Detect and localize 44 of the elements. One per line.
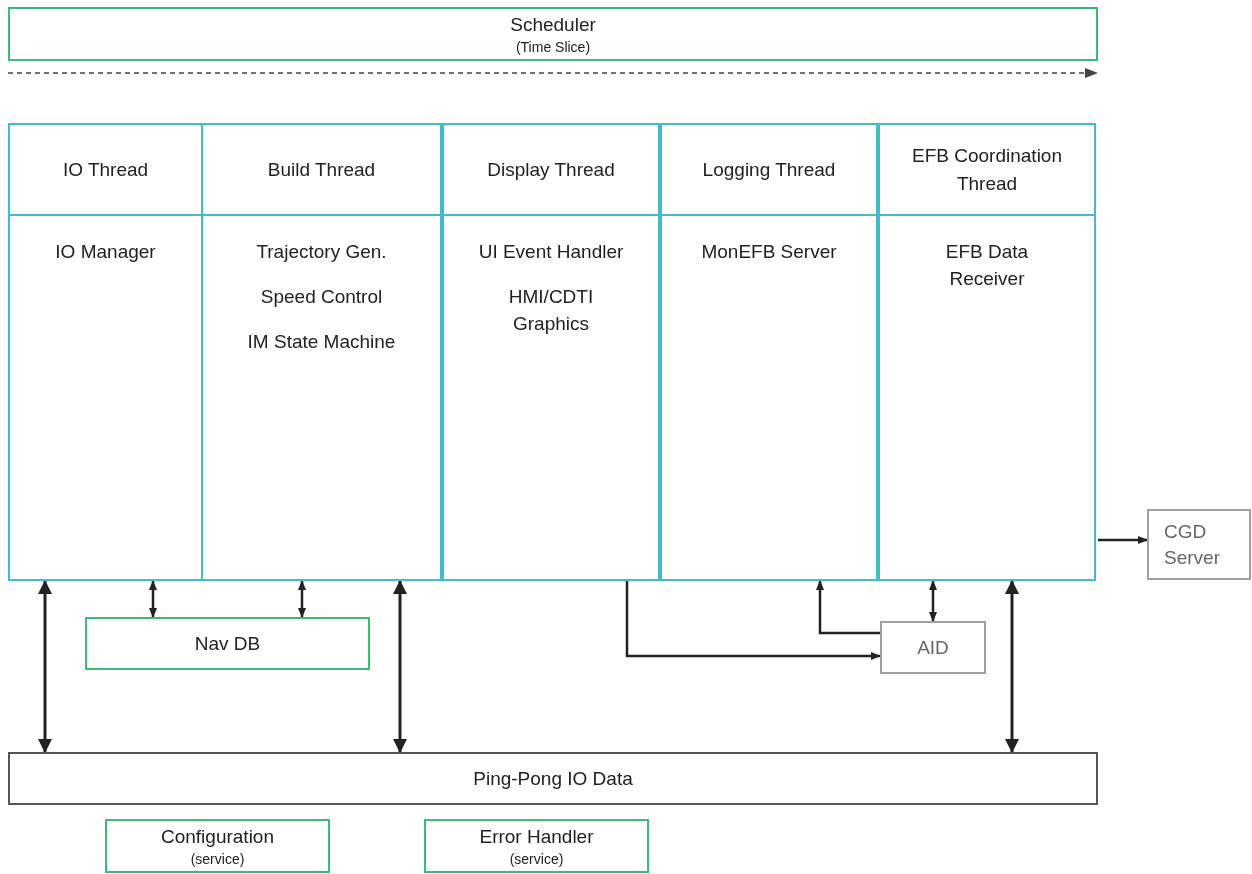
thread-column — [442, 123, 660, 581]
box-label: Nav DB — [194, 631, 261, 656]
box-label: CGD Server — [1164, 519, 1221, 570]
component-label: Trajectory Gen. — [256, 240, 387, 264]
component-box — [85, 617, 370, 670]
arrow — [929, 580, 937, 622]
box-label: Ping-Pong IO Data — [473, 766, 633, 791]
component-label: HMI/CDTI Graphics — [507, 285, 595, 336]
box-label: Scheduler — [510, 13, 596, 37]
arrow — [625, 581, 881, 660]
component-label: EFB Data Receiver — [944, 240, 1030, 291]
service-box — [105, 819, 330, 873]
component-label: IM State Machine — [247, 330, 396, 354]
box-label: Configuration — [161, 825, 274, 849]
component-label: UI Event Handler — [478, 240, 624, 264]
thread-column — [660, 123, 878, 581]
arrow — [1098, 536, 1148, 544]
column-heading: Build Thread — [267, 157, 376, 182]
thread-column — [8, 123, 203, 581]
service-box — [8, 7, 1098, 61]
arrow — [1005, 580, 1019, 753]
service-box — [424, 819, 649, 873]
component-box — [1147, 509, 1251, 580]
box-label: Error Handler — [479, 825, 594, 849]
column-heading: IO Thread — [62, 157, 149, 182]
arrow — [393, 580, 407, 753]
box-sublabel: (service) — [190, 850, 245, 868]
thread-column — [201, 123, 442, 581]
arrow — [816, 580, 880, 635]
arrow — [298, 580, 306, 618]
component-label: MonEFB Server — [701, 240, 837, 264]
component-box — [880, 621, 986, 674]
data-bar — [8, 752, 1098, 805]
column-heading: EFB Coordination Thread — [911, 143, 1063, 196]
box-sublabel: (Time Slice) — [515, 38, 591, 56]
thread-column — [878, 123, 1096, 581]
column-heading: Display Thread — [487, 157, 615, 182]
box-label: AID — [917, 635, 949, 660]
component-label: Speed Control — [260, 285, 383, 309]
arrow — [149, 580, 157, 618]
component-label: IO Manager — [55, 240, 156, 264]
column-heading: Logging Thread — [702, 157, 836, 182]
arrow — [38, 580, 52, 753]
box-sublabel: (service) — [509, 850, 564, 868]
